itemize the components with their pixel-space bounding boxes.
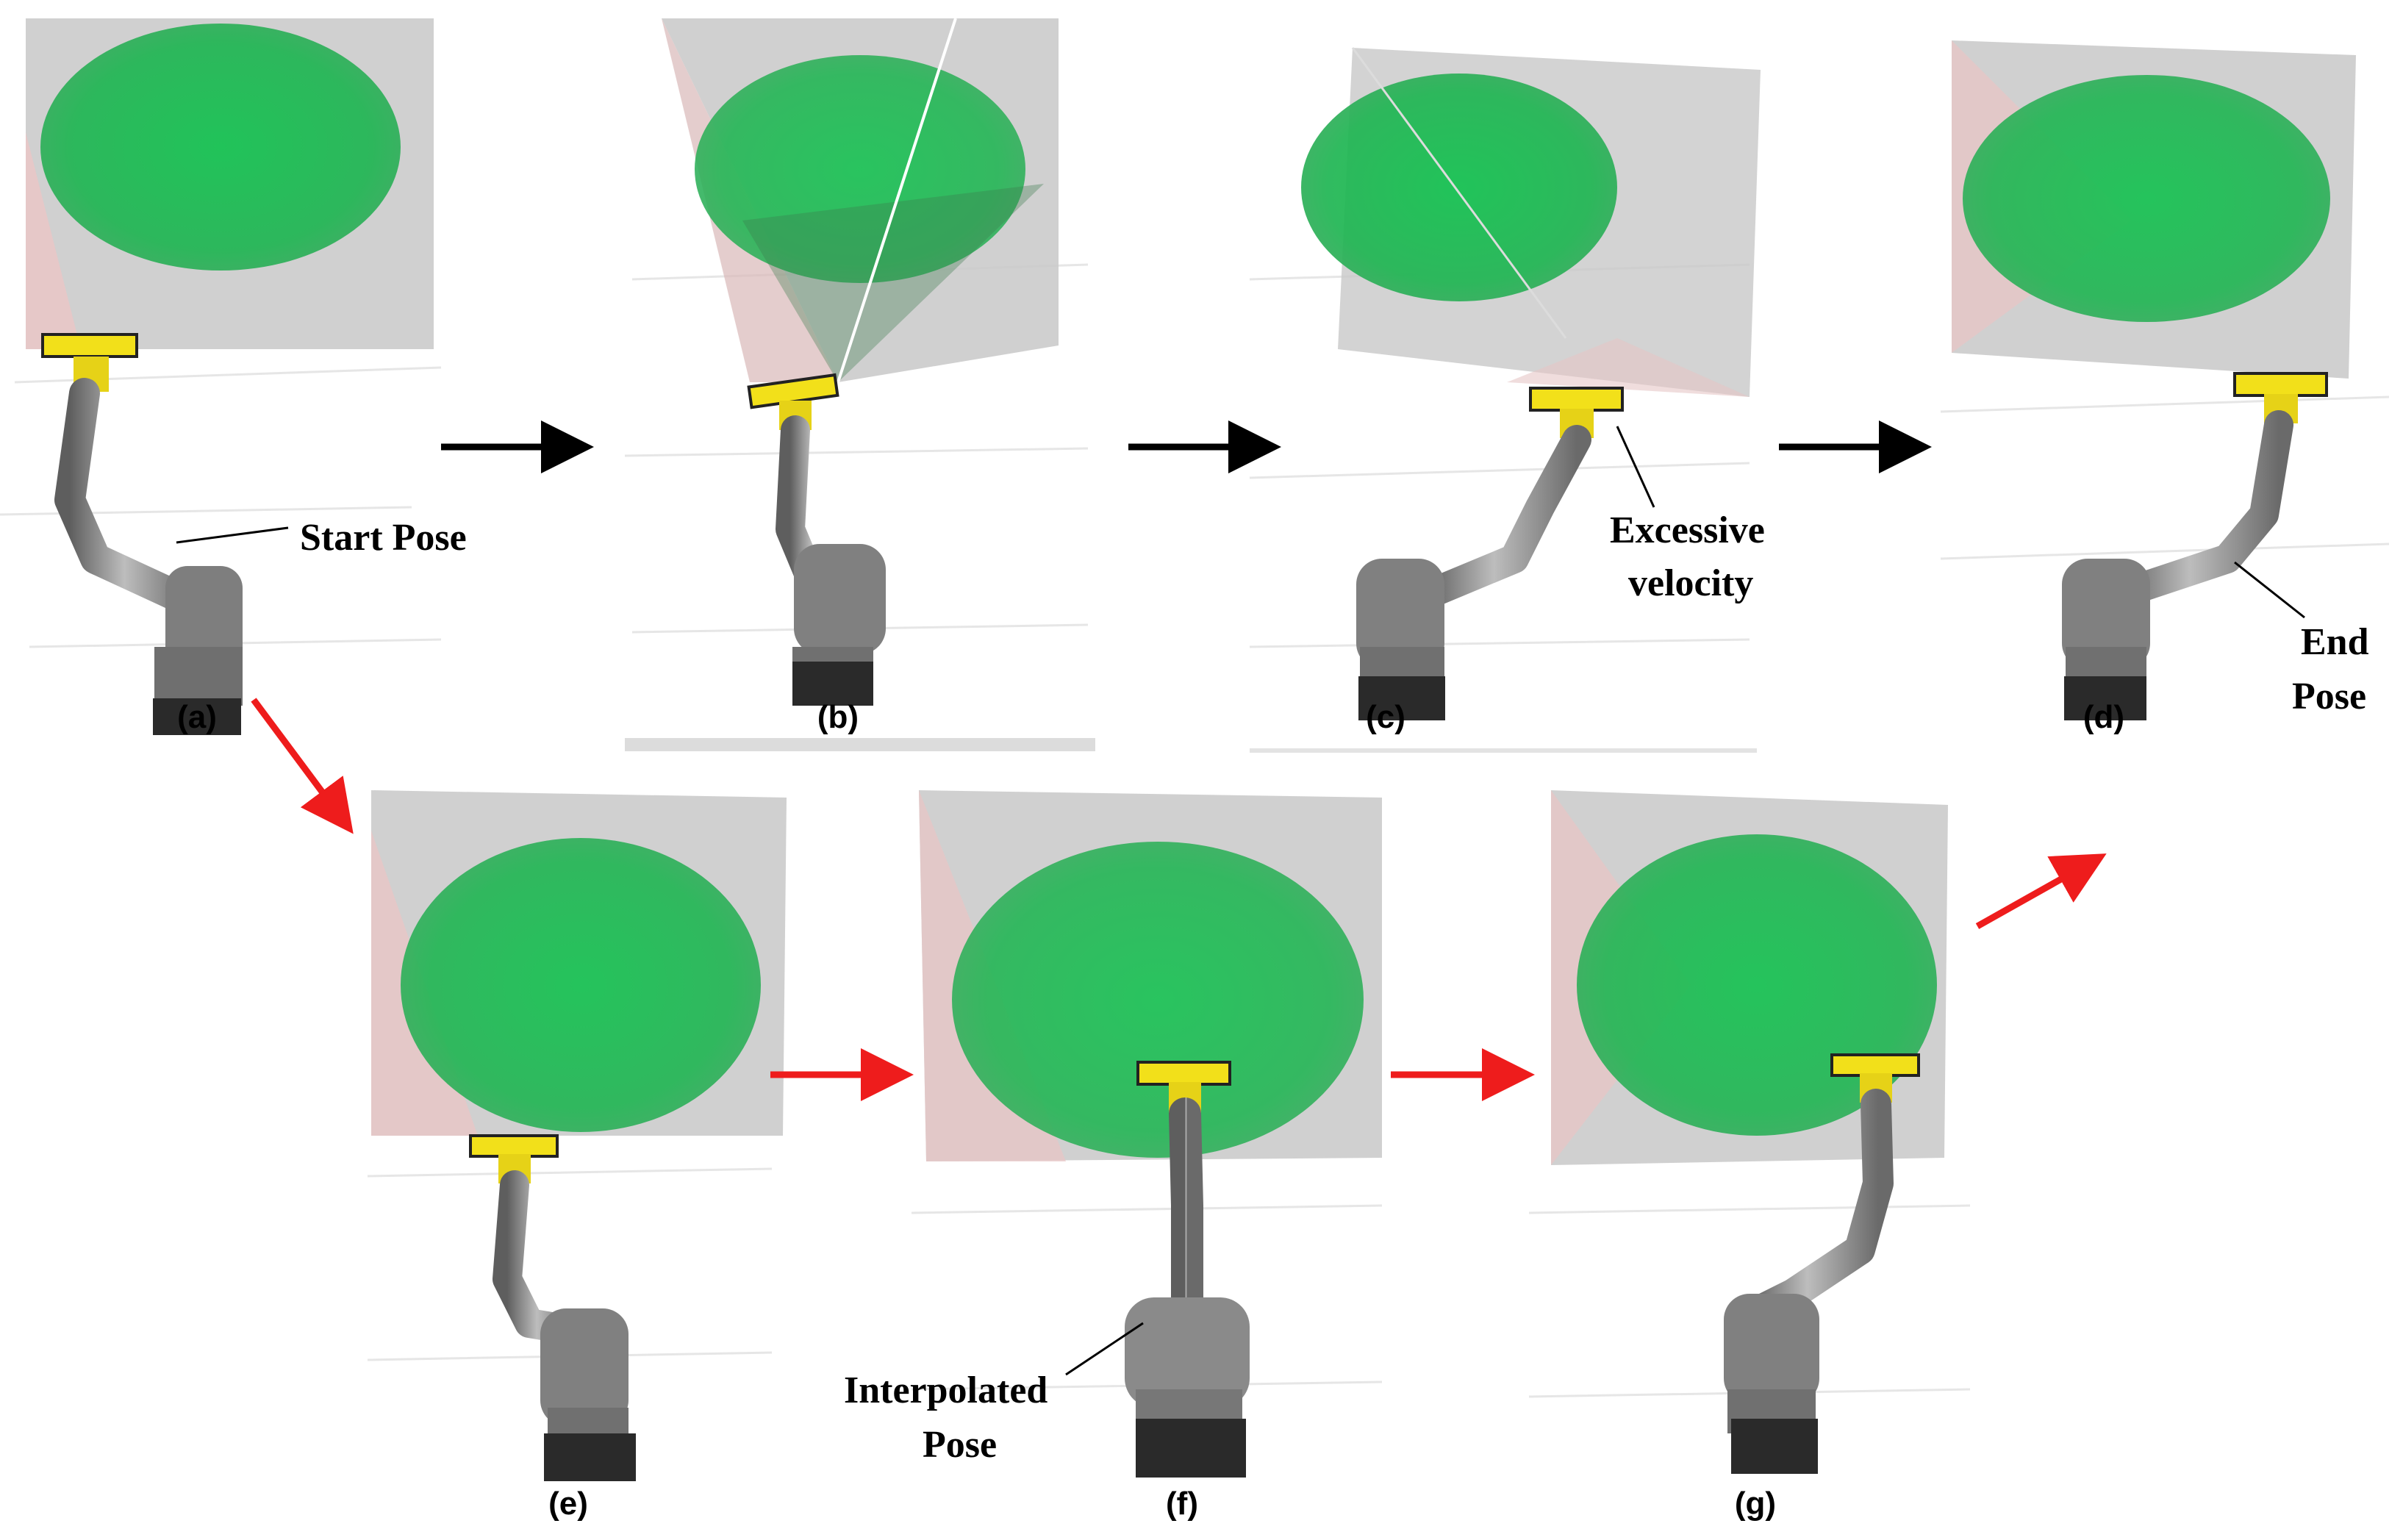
panel-label-b: (b) — [817, 699, 859, 735]
sphere — [401, 838, 761, 1132]
panel-e — [371, 790, 787, 1481]
panel-g — [1551, 790, 1948, 1474]
panel-label-e: (e) — [548, 1486, 588, 1522]
leader-lines — [176, 426, 2305, 1376]
interpolated-pose-label-line1: Interpolated — [844, 1369, 1047, 1411]
start-pose-label: Start Pose — [300, 517, 467, 559]
robot-arm — [469, 1134, 636, 1481]
robot-arm — [41, 333, 243, 735]
robot-arm — [747, 373, 886, 706]
panel-label-d: (d) — [2083, 699, 2124, 735]
robot-arm — [1125, 1061, 1250, 1478]
excessive-velocity-label-line2: velocity — [1628, 562, 1753, 604]
panel-d — [1952, 40, 2356, 720]
panel-label-a: (a) — [177, 699, 217, 735]
end-pose-label-line2: Pose — [2292, 676, 2366, 717]
interpolated-pose-label-line2: Pose — [923, 1424, 997, 1466]
robot-arm — [1356, 387, 1624, 720]
floor-strip-c — [1250, 748, 1757, 753]
excessive-velocity-label-line1: Excessive — [1610, 509, 1765, 551]
panel-b — [662, 18, 1059, 706]
sphere — [695, 55, 1025, 283]
end-pose-label-line1: End — [2301, 621, 2369, 663]
panel-a — [26, 18, 434, 735]
robot-arm — [2062, 372, 2328, 720]
arrow-g-to-next — [1975, 853, 2107, 929]
panel-f — [919, 790, 1382, 1478]
panel-label-g: (g) — [1735, 1486, 1776, 1522]
panel-label-f: (f) — [1166, 1486, 1198, 1522]
arrow-a-to-e — [251, 698, 354, 834]
sphere — [1301, 74, 1617, 301]
panel-label-c: (c) — [1366, 699, 1405, 735]
sphere — [1963, 75, 2330, 322]
robot-arm — [1724, 1053, 1920, 1474]
panel-c — [1301, 47, 1761, 720]
sphere — [40, 24, 401, 271]
sphere — [952, 842, 1364, 1158]
floor-strip-b — [625, 738, 1095, 751]
red-arrows — [251, 698, 2107, 1101]
